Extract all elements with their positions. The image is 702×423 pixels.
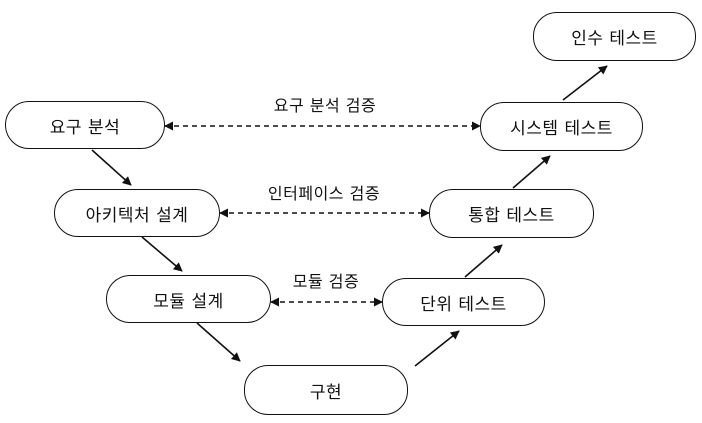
flow-arrow-module-to-implementation xyxy=(196,322,241,362)
flow-arrow-system-to-acceptance xyxy=(562,65,608,101)
flow-arrow-architecture-to-module xyxy=(141,236,183,272)
node-system-test: 시스템 테스트 xyxy=(480,102,643,151)
node-integration-test: 통합 테스트 xyxy=(429,189,594,238)
flow-arrow-integration-to-system xyxy=(512,155,551,189)
node-requirements-analysis: 요구 분석 xyxy=(5,101,165,149)
label-module-verification: 모듈 검증 xyxy=(292,272,360,291)
node-module-design: 모듈 설계 xyxy=(106,275,271,323)
flow-arrow-implementation-to-unit xyxy=(414,330,460,367)
flow-arrow-unit-to-integration xyxy=(464,244,503,278)
flow-arrow-requirements-to-architecture xyxy=(91,149,132,186)
node-implementation: 구현 xyxy=(244,365,408,415)
node-unit-test: 단위 테스트 xyxy=(382,278,545,326)
label-requirements-verification: 요구 분석 검증 xyxy=(273,96,377,115)
label-interface-verification: 인터페이스 검증 xyxy=(267,184,381,203)
node-architecture-design: 아키텍처 설계 xyxy=(54,189,220,237)
node-acceptance-test: 인수 테스트 xyxy=(533,12,696,61)
